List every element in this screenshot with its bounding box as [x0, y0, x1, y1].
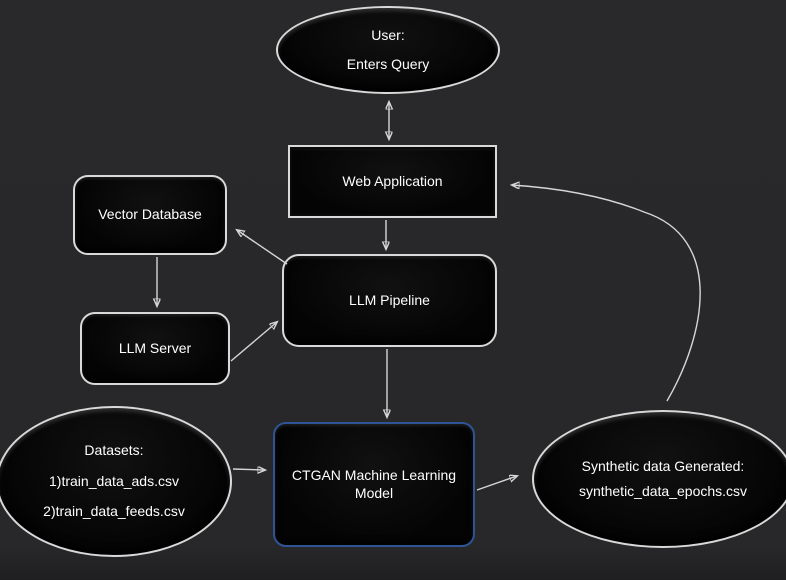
node-vector-database-label: Vector Database: [98, 206, 202, 223]
node-llm-server-label: LLM Server: [118, 339, 192, 356]
node-user: User: Enters Query: [276, 6, 500, 94]
arrow-server-pipeline: [230, 322, 277, 362]
node-synthetic-output-line-1: Synthetic data Generated:: [581, 458, 745, 474]
node-user-line-2: Enters Query: [346, 56, 430, 72]
arrow-pipeline-vectordb: [237, 230, 288, 265]
node-web-application: Web Application: [288, 145, 497, 218]
node-llm-server: LLM Server: [80, 312, 230, 385]
arrow-ctgan-synthetic: [476, 476, 517, 491]
node-vector-database: Vector Database: [73, 175, 227, 255]
node-datasets-line-1: Datasets:: [84, 442, 144, 459]
node-web-application-label: Web Application: [342, 172, 443, 189]
arrow-synthetic-webapp: [512, 185, 701, 402]
node-llm-pipeline: LLM Pipeline: [282, 254, 497, 347]
node-datasets-line-2: 1)train_data_ads.csv: [49, 472, 179, 489]
node-llm-pipeline-label: LLM Pipeline: [349, 291, 430, 308]
node-ctgan-model: CTGAN Machine Learning Model: [273, 422, 475, 547]
node-user-line-1: User:: [371, 26, 405, 43]
node-datasets-line-3: 2)train_data_feeds.csv: [43, 503, 185, 520]
node-datasets: Datasets: 1)train_data_ads.csv 2)train_d…: [0, 406, 232, 557]
arrow-datasets-ctgan: [232, 469, 265, 470]
node-ctgan-model-label: CTGAN Machine Learning Model: [291, 467, 457, 501]
node-synthetic-output: Synthetic data Generated: synthetic_data…: [532, 410, 786, 548]
node-synthetic-output-line-2: synthetic_data_epochs.csv: [578, 482, 748, 499]
